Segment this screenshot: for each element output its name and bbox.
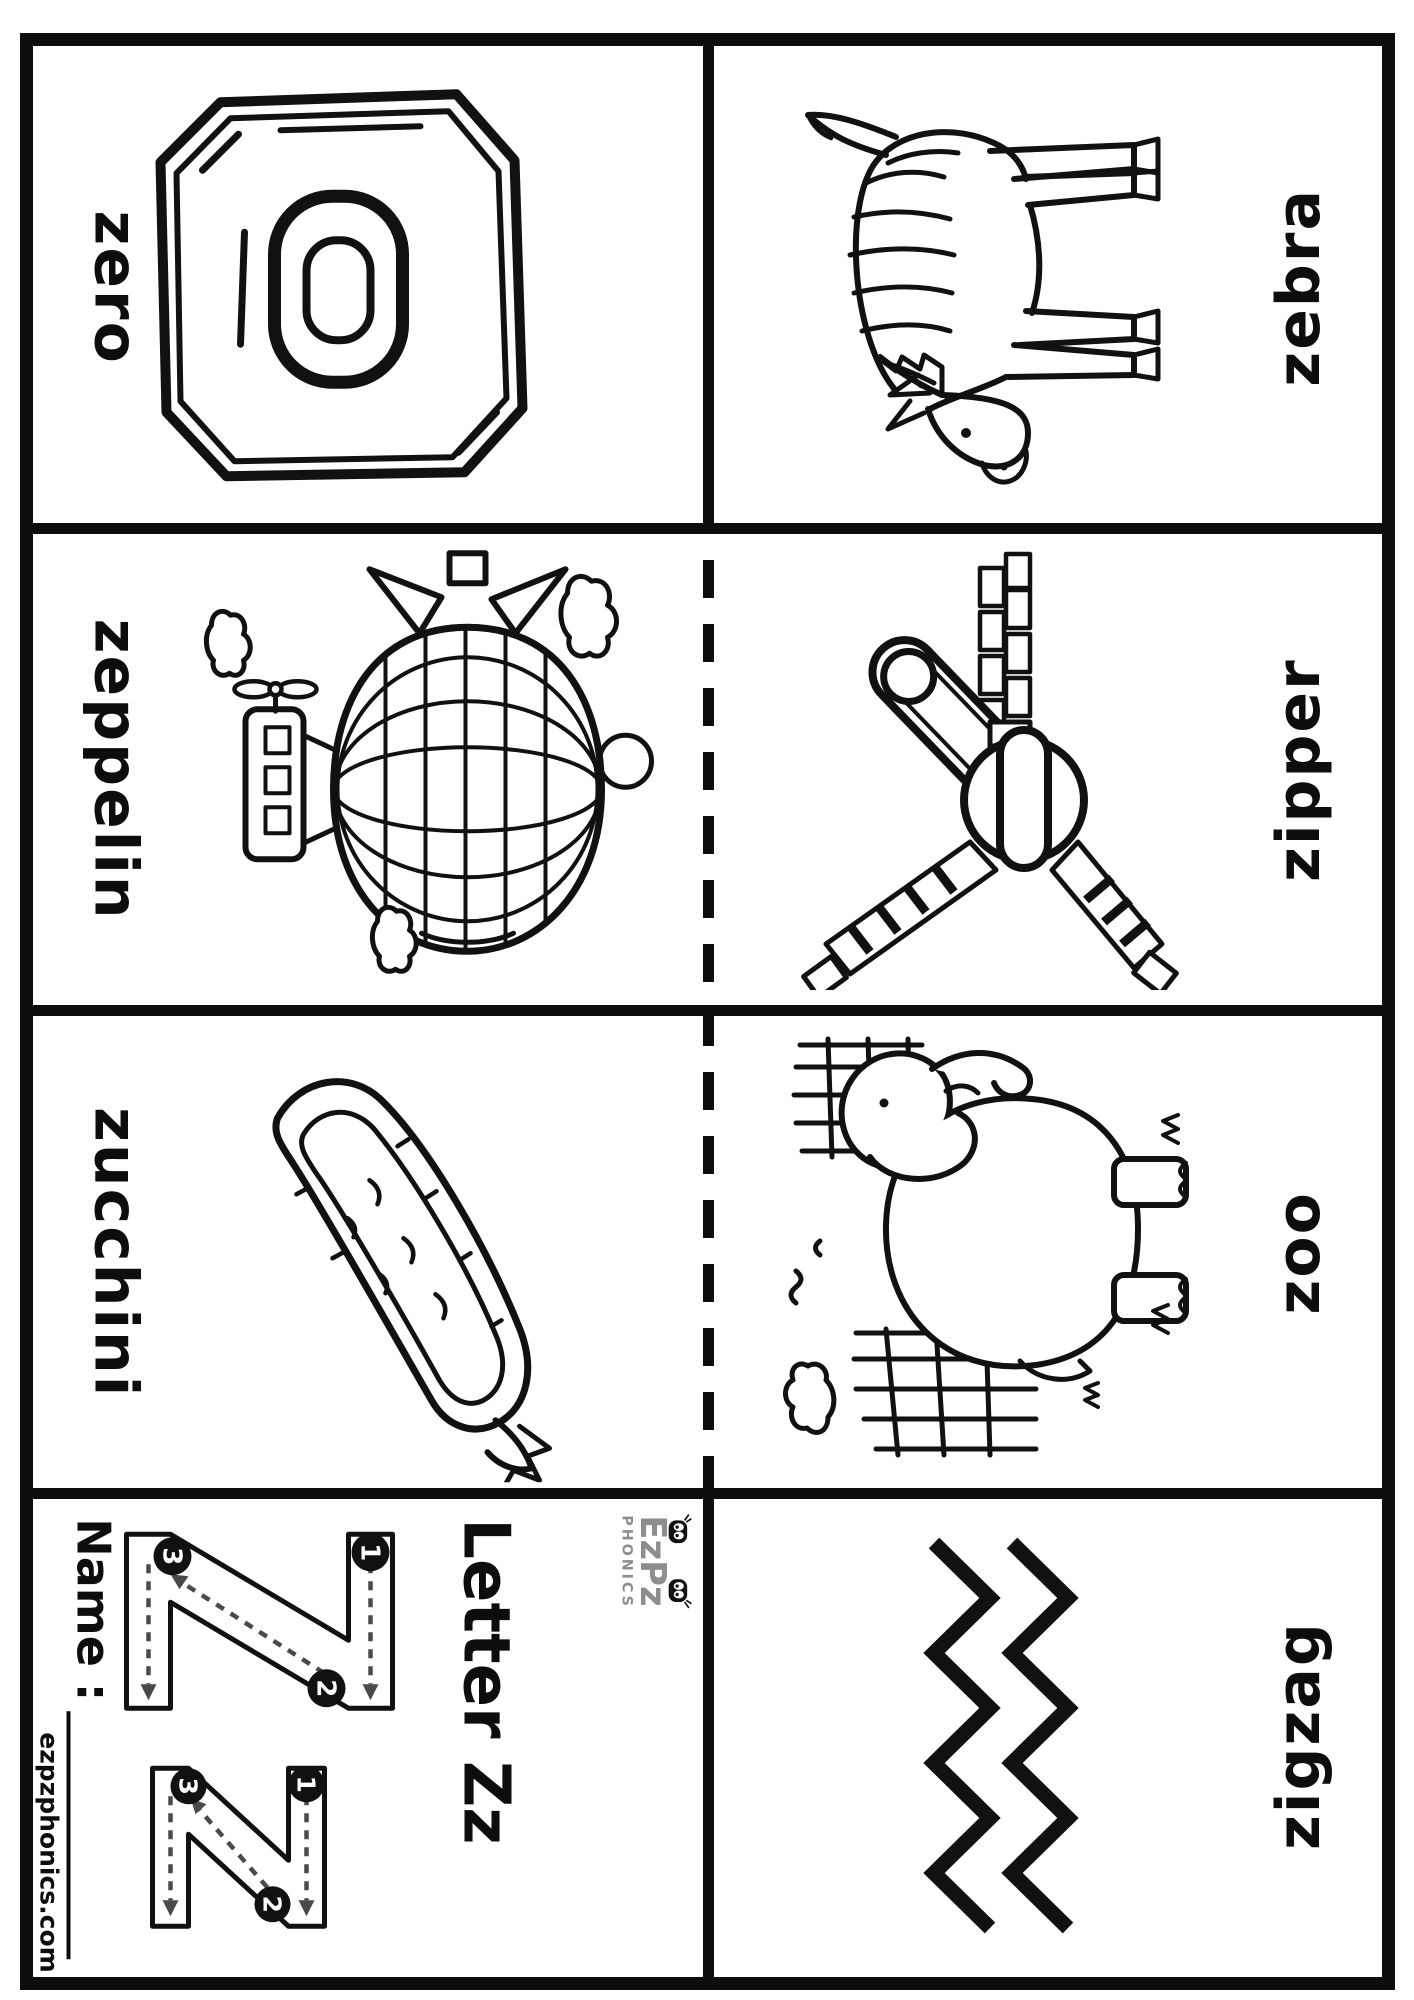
stroke-3-badge: 3 xyxy=(157,1547,187,1565)
zipper-drawing xyxy=(800,551,1179,991)
card-zero: zero xyxy=(33,46,708,529)
name-label: Name : xyxy=(67,1518,121,1702)
middle-divider-solid-left xyxy=(702,1494,714,1977)
cell-zigzag: zigzag xyxy=(708,1494,1383,1977)
card-zoo: zoo xyxy=(708,1012,1383,1495)
sheet-border: EzPz PHONICS Letter Zz xyxy=(20,33,1395,1990)
cell-title: EzPz PHONICS Letter Zz xyxy=(33,1494,708,1977)
logo-sub-text: PHONICS xyxy=(618,1515,634,1609)
card-zebra: zebra xyxy=(708,46,1383,529)
stroke-3-badge: 3 xyxy=(174,1778,203,1795)
card-zigzag: zigzag xyxy=(708,1494,1383,1977)
zucchini-drawing xyxy=(272,1078,552,1483)
name-field-row: Name : xyxy=(67,1518,121,1959)
word-zigzag: zigzag xyxy=(1264,1621,1334,1851)
stroke-1-badge: 1 xyxy=(292,1776,321,1793)
zebra-drawing xyxy=(804,112,1160,485)
cell-zucchini: zucchini xyxy=(33,1012,708,1495)
owl-icon xyxy=(668,1579,692,1609)
website-text: ezpzphonics.com xyxy=(35,1732,64,1973)
stroke-order-badges: 1 2 3 xyxy=(170,1766,325,1923)
zeppelin-drawing xyxy=(204,551,654,975)
card-zeppelin: zeppelin xyxy=(33,529,708,1012)
word-zucchini: zucchini xyxy=(81,1107,151,1399)
owl-icon xyxy=(668,1513,692,1544)
word-zeppelin: zeppelin xyxy=(81,619,151,922)
cut-line-dashed xyxy=(702,528,714,1495)
stroke-2-badge: 2 xyxy=(258,1896,287,1913)
cell-zero: zero xyxy=(33,46,708,529)
middle-divider-solid-right xyxy=(702,46,714,529)
name-write-line xyxy=(67,1711,109,1959)
logo-brand-text: EzPz xyxy=(632,1515,673,1606)
trace-arrows xyxy=(140,1574,379,1701)
flashcard-grid: EzPz PHONICS Letter Zz xyxy=(33,46,1382,1977)
word-zipper: zipper xyxy=(1264,658,1334,882)
letter-Z-trace: 1 2 3 xyxy=(124,1531,395,1711)
word-zero: zero xyxy=(81,210,151,365)
card-zucchini: zucchini xyxy=(33,1012,708,1495)
letter-tracing-area: 1 2 3 xyxy=(93,1516,423,1956)
cell-zoo: zoo xyxy=(708,1012,1383,1495)
cell-zebra: zebra xyxy=(708,46,1383,529)
cell-zipper: zipper xyxy=(708,529,1383,1012)
page-title: Letter Zz xyxy=(448,1518,523,1845)
stroke-1-badge: 1 xyxy=(355,1543,385,1561)
zoo-elephant-drawing xyxy=(782,1036,1189,1458)
stroke-order-badges: 1 2 3 xyxy=(153,1533,390,1708)
zigzag-lines-drawing xyxy=(922,1537,1079,1933)
cell-zeppelin: zeppelin xyxy=(33,529,708,1012)
card-letter-zz: EzPz PHONICS Letter Zz xyxy=(33,1494,708,1977)
ezpz-logo-graphic: EzPz PHONICS xyxy=(618,1513,692,1609)
word-zoo: zoo xyxy=(1264,1191,1334,1315)
zero-plaque-drawing xyxy=(155,89,528,482)
letter-z-lowercase-trace: 1 2 3 xyxy=(150,1765,327,1929)
ezpz-phonics-logo: EzPz PHONICS xyxy=(614,1510,694,1670)
word-zebra: zebra xyxy=(1264,188,1334,387)
stroke-2-badge: 2 xyxy=(311,1679,341,1697)
card-zipper: zipper xyxy=(708,529,1383,1012)
